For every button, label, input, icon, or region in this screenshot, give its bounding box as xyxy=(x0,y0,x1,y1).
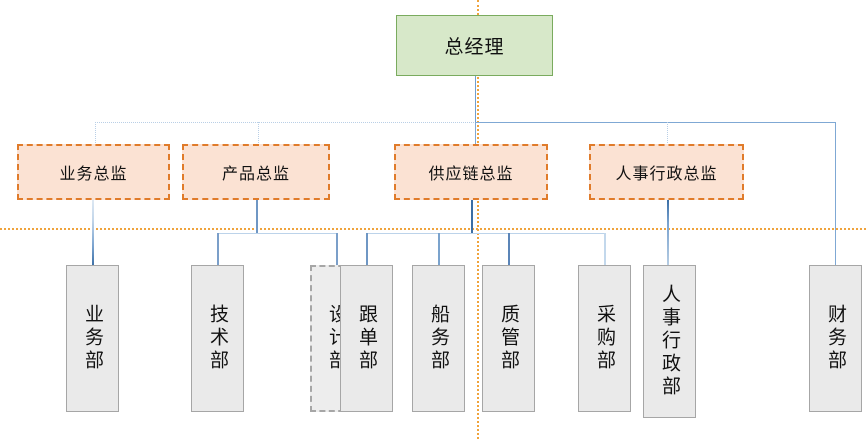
node-supply-chain-director[interactable]: 供应链总监 xyxy=(394,144,548,200)
node-business-dept[interactable]: 业务部 xyxy=(66,265,119,412)
node-shipping-dept[interactable]: 船务部 xyxy=(412,265,465,412)
node-business-director-label: 业务总监 xyxy=(59,166,128,183)
node-supply-chain-director-label: 供应链总监 xyxy=(428,166,514,183)
guide-line-horizontal xyxy=(0,228,866,230)
node-hr-admin-director[interactable]: 人事行政总监 xyxy=(589,144,744,200)
connector-drop-product-director xyxy=(258,122,259,145)
connector-drop-design-dept xyxy=(336,233,338,266)
connector-hr-to-dept xyxy=(667,200,669,266)
connector-drop-business-director xyxy=(95,122,96,145)
node-tech-dept-label: 技术部 xyxy=(207,304,228,373)
guide-line-vertical xyxy=(477,0,479,439)
connector-business-to-dept xyxy=(92,200,94,266)
node-finance-dept[interactable]: 财务部 xyxy=(809,265,862,412)
node-finance-dept-label: 财务部 xyxy=(825,304,846,373)
node-purchasing-dept[interactable]: 采购部 xyxy=(578,265,631,412)
node-tech-dept[interactable]: 技术部 xyxy=(191,265,244,412)
node-hr-admin-director-label: 人事行政总监 xyxy=(615,166,718,183)
node-general-manager-label: 总经理 xyxy=(444,37,505,58)
node-quality-dept[interactable]: 质管部 xyxy=(482,265,535,412)
connector-drop-merch-dept xyxy=(366,233,368,266)
node-quality-dept-label: 质管部 xyxy=(498,304,519,373)
node-merchandising-dept-label: 跟单部 xyxy=(356,304,377,373)
connector-drop-supply-director xyxy=(475,122,476,145)
node-business-dept-label: 业务部 xyxy=(82,304,103,373)
connector-drop-quality-dept xyxy=(508,233,510,266)
connector-drop-shipping-dept xyxy=(438,233,440,266)
node-general-manager[interactable]: 总经理 xyxy=(396,15,553,76)
connector-root-stem xyxy=(475,76,476,123)
node-product-director-label: 产品总监 xyxy=(221,166,290,183)
connector-drop-finance-dept xyxy=(835,122,836,266)
node-hr-admin-dept-label: 人事行政部 xyxy=(659,284,680,399)
connector-drop-tech-dept xyxy=(217,233,219,266)
node-purchasing-dept-label: 采购部 xyxy=(594,304,615,373)
connector-product-stem xyxy=(256,200,258,234)
node-shipping-dept-label: 船务部 xyxy=(428,304,449,373)
connector-supply-stem xyxy=(471,200,473,234)
connector-supply-sub-bus xyxy=(366,233,606,234)
connector-drop-purchase-dept xyxy=(604,233,606,266)
connector-product-sub-bus xyxy=(217,233,337,234)
connector-main-bus-right xyxy=(475,122,835,123)
node-product-director[interactable]: 产品总监 xyxy=(182,144,330,200)
connector-drop-hr-director xyxy=(667,122,668,145)
connector-main-bus-left xyxy=(95,122,476,123)
node-hr-admin-dept[interactable]: 人事行政部 xyxy=(643,265,696,418)
node-merchandising-dept[interactable]: 跟单部 xyxy=(340,265,393,412)
node-business-director[interactable]: 业务总监 xyxy=(17,144,170,200)
